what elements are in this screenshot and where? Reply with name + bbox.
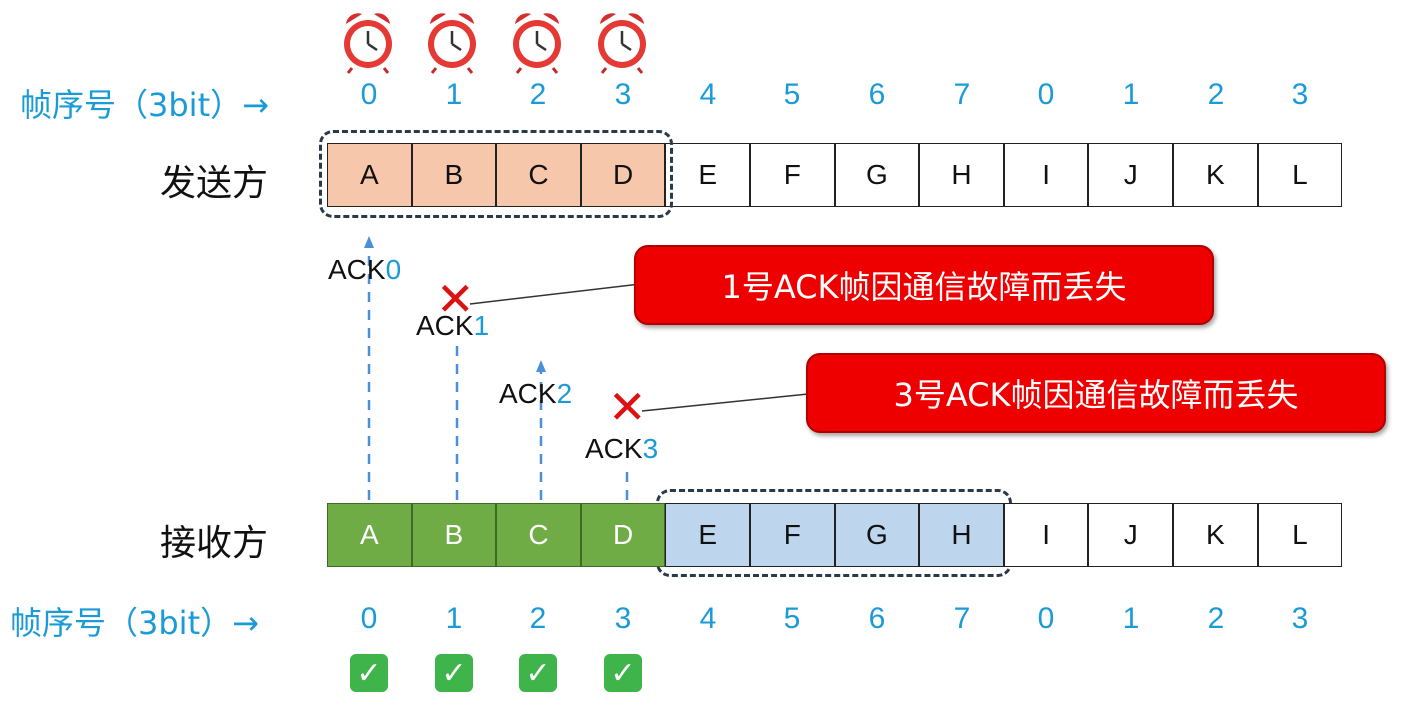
receiver-seq-10: 2 <box>1207 602 1225 635</box>
ack-number: 0 <box>385 254 402 285</box>
receiver-seq-5: 5 <box>783 602 801 635</box>
receiver-window-frame: E <box>665 503 750 567</box>
sender-seq-0: 0 <box>360 78 378 111</box>
callout2-pointer <box>641 393 809 412</box>
ack-number: 3 <box>642 433 659 464</box>
sender-frame: F <box>750 143 835 207</box>
receiver-seq-6: 6 <box>868 602 886 635</box>
receiver-seq-11: 3 <box>1291 602 1309 635</box>
ack-prefix: ACK <box>328 254 386 285</box>
receiver-frame: K <box>1173 503 1258 567</box>
alarm-clock-icon <box>513 13 561 74</box>
alarm-clock-icon <box>428 13 476 74</box>
alarm-clock-icon <box>598 13 646 74</box>
sender-seq-5: 5 <box>783 78 801 111</box>
lost-x-icon: ✕ <box>436 273 475 325</box>
sender-window <box>319 130 673 218</box>
ack-number: 2 <box>556 378 573 409</box>
sender-frame: J <box>1088 143 1173 207</box>
sender-seq-2: 2 <box>529 78 547 111</box>
sender-frame: I <box>1003 143 1089 207</box>
check-icon: ✓ <box>519 654 557 692</box>
receiver-frame-received: B <box>411 503 497 567</box>
sender-seq-10: 2 <box>1207 78 1225 111</box>
sender-frame: G <box>834 143 920 207</box>
sender-frame: D <box>580 143 666 207</box>
ack-label-1: ACK1 <box>416 310 489 342</box>
receiver-seq-3: 3 <box>614 602 632 635</box>
receiver-seq-0: 0 <box>360 602 378 635</box>
ack2-arrowhead <box>536 360 546 372</box>
sender-frame: L <box>1257 143 1343 207</box>
receiver-frame-received: C <box>496 503 581 567</box>
sender-frame: B <box>411 143 497 207</box>
sender-frame: E <box>665 143 750 207</box>
ack-label-0: ACK0 <box>328 254 401 286</box>
check-icon: ✓ <box>435 654 473 692</box>
sender-seq-8: 0 <box>1037 78 1055 111</box>
sender-seq-1: 1 <box>445 78 463 111</box>
receiver-seq-1: 1 <box>445 602 463 635</box>
receiver-frame-received: A <box>327 503 412 567</box>
sender-frame: H <box>919 143 1004 207</box>
receiver-frame-received: D <box>580 503 666 567</box>
sender-frame: K <box>1173 143 1258 207</box>
ack-number: 1 <box>473 310 490 341</box>
ack0-arrowhead <box>364 236 374 248</box>
receiver-label: 接收方 <box>160 523 269 564</box>
check-icon: ✓ <box>604 654 642 692</box>
callout-ack1-lost: 1号ACK帧因通信故障而丢失 <box>634 245 1214 325</box>
receiver-seq-label: 帧序号（3bit）→ <box>10 604 259 642</box>
ack-prefix: ACK <box>585 433 643 464</box>
sender-frame: A <box>327 143 412 207</box>
sender-seq-9: 1 <box>1122 78 1140 111</box>
callout1-pointer <box>469 283 641 305</box>
check-icon: ✓ <box>350 654 388 692</box>
receiver-window-frame: F <box>750 503 835 567</box>
sender-label: 发送方 <box>160 163 269 204</box>
receiver-window-frame: G <box>834 503 920 567</box>
receiver-seq-7: 7 <box>953 602 971 635</box>
receiver-seq-8: 0 <box>1037 602 1055 635</box>
lost-x-icon: ✕ <box>608 381 647 433</box>
ack-prefix: ACK <box>499 378 557 409</box>
ack-prefix: ACK <box>416 310 474 341</box>
sender-frame: C <box>496 143 581 207</box>
receiver-frame: I <box>1003 503 1089 567</box>
receiver-seq-9: 1 <box>1122 602 1140 635</box>
receiver-seq-4: 4 <box>699 602 717 635</box>
ack-label-3: ACK3 <box>585 433 658 465</box>
sender-seq-3: 3 <box>614 78 632 111</box>
callout-ack3-lost: 3号ACK帧因通信故障而丢失 <box>806 353 1386 433</box>
receiver-frame: L <box>1257 503 1343 567</box>
sender-seq-4: 4 <box>699 78 717 111</box>
receiver-frame: J <box>1088 503 1173 567</box>
sender-seq-7: 7 <box>953 78 971 111</box>
sender-seq-label: 帧序号（3bit）→ <box>20 86 269 124</box>
ack-label-2: ACK2 <box>499 378 572 410</box>
receiver-window-frame: H <box>919 503 1004 567</box>
receiver-seq-2: 2 <box>529 602 547 635</box>
sender-seq-6: 6 <box>868 78 886 111</box>
sender-seq-11: 3 <box>1291 78 1309 111</box>
alarm-clock-icon <box>344 13 392 74</box>
